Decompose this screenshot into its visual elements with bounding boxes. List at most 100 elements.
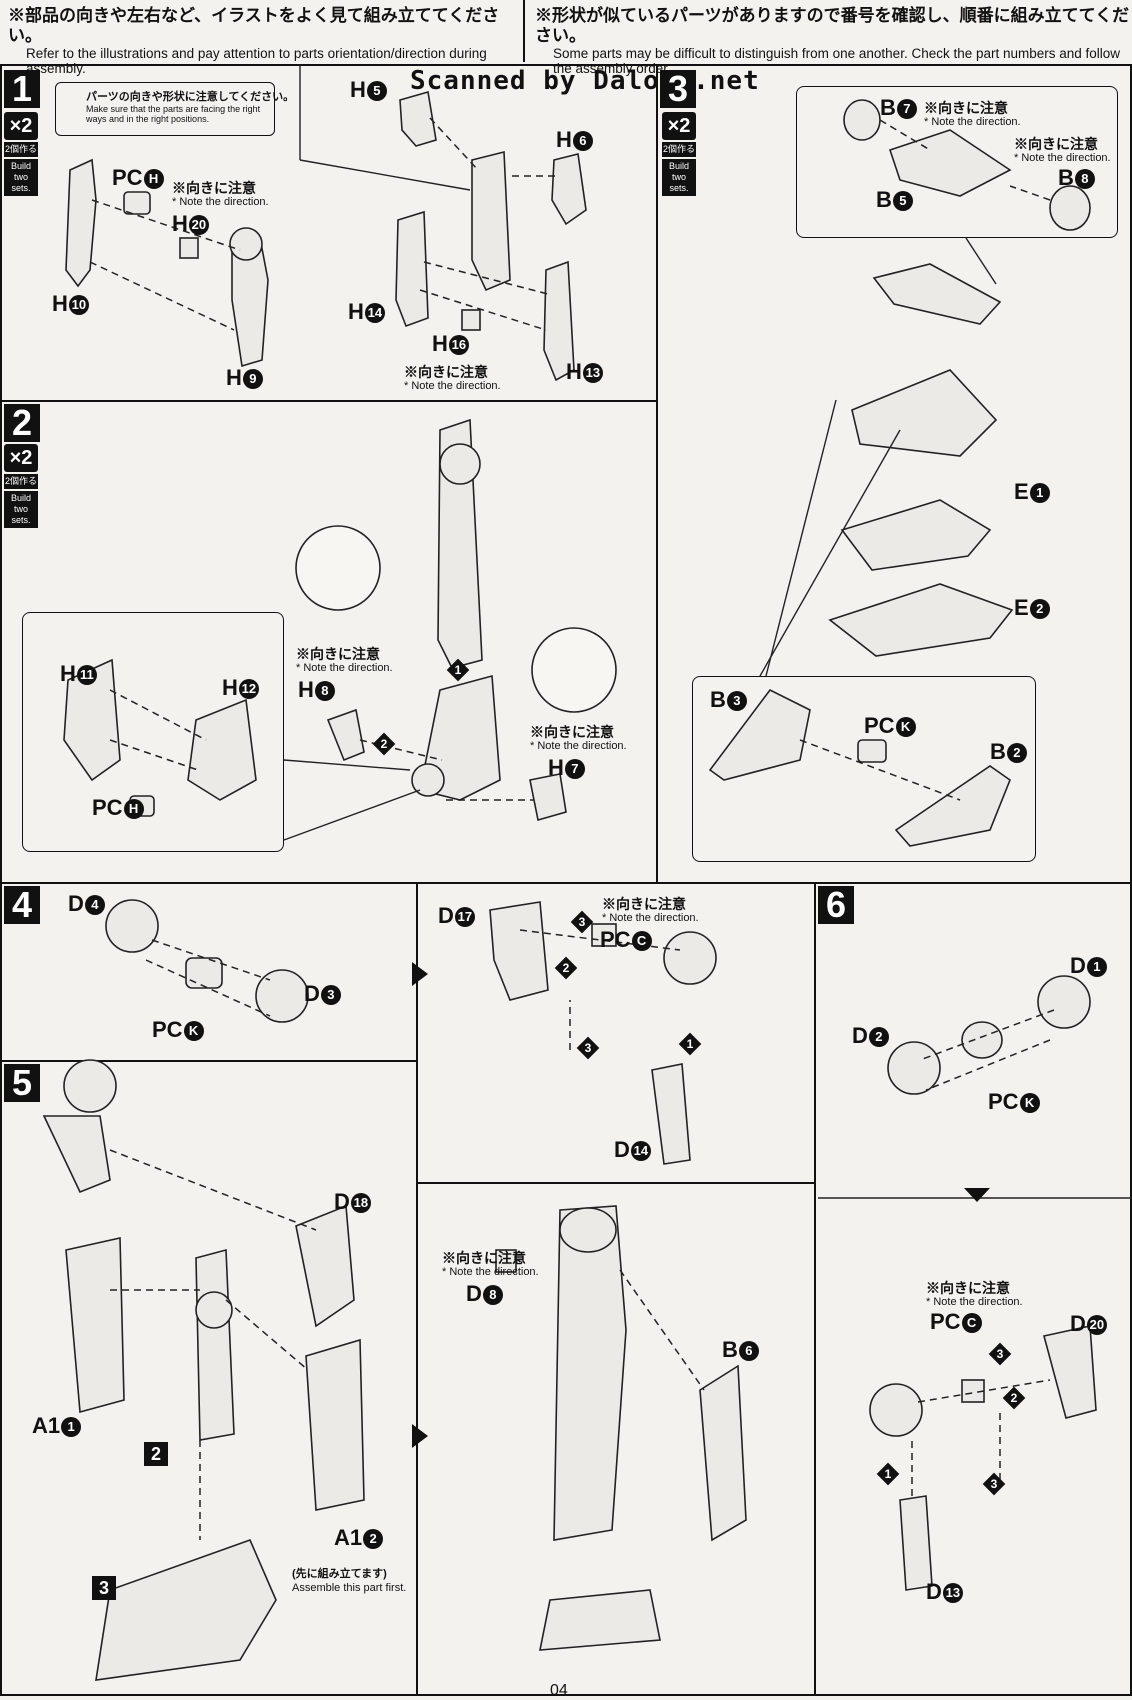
order-text: 2 bbox=[1010, 1391, 1018, 1405]
note-jp: ※向きに注意 bbox=[1014, 136, 1098, 152]
label-text: A1 bbox=[32, 1413, 61, 1438]
label-text: E bbox=[1014, 479, 1029, 504]
step-1-note-box bbox=[55, 82, 275, 136]
label-text: D bbox=[334, 1189, 350, 1214]
order-text: 3 bbox=[584, 1041, 592, 1055]
note-direction-3: ※向きに注意* Note the direction. bbox=[296, 646, 393, 674]
step-3-bottom-inset bbox=[692, 676, 1036, 862]
order-1-icon: 1 bbox=[446, 658, 470, 682]
part-d17 bbox=[489, 901, 549, 1001]
build-two-label: 2個作る bbox=[4, 142, 38, 157]
label-circle: 14 bbox=[630, 1141, 651, 1161]
label-text: B bbox=[722, 1337, 738, 1362]
part-a12 bbox=[305, 1338, 365, 1511]
label-text: PC bbox=[92, 795, 123, 820]
label-circle: 10 bbox=[68, 295, 89, 315]
label-text: H bbox=[222, 675, 238, 700]
note-en: * Note the direction. bbox=[442, 1266, 539, 1278]
label-text: PC bbox=[930, 1309, 961, 1334]
d-assembly-6 bbox=[869, 1383, 923, 1437]
label-circle: 1 bbox=[1029, 483, 1050, 503]
label-text: D bbox=[614, 1137, 630, 1162]
label-text: B bbox=[880, 95, 896, 120]
part-b2 bbox=[894, 765, 1011, 847]
leg-frame-assembled bbox=[437, 418, 483, 669]
part-h5 bbox=[399, 90, 437, 147]
label-circle: 18 bbox=[350, 1193, 371, 1213]
sub-step-2-icon: 2 bbox=[144, 1442, 168, 1466]
note-jp: ※向きに注意 bbox=[442, 1250, 526, 1266]
pc-k-2 bbox=[185, 957, 223, 989]
zoom-circle-h8 bbox=[295, 525, 381, 611]
note-en: * Note the direction. bbox=[530, 740, 627, 752]
note-jp: ※向きに注意 bbox=[296, 646, 380, 662]
label-text: H bbox=[566, 359, 582, 384]
order-3-icon-b: 3 bbox=[576, 1036, 600, 1060]
note-jp: ※向きに注意 bbox=[924, 100, 1008, 116]
note-jp: ※向きに注意 bbox=[404, 364, 488, 380]
note-direction-9: ※向きに注意* Note the direction. bbox=[926, 1280, 1023, 1308]
label-text: B bbox=[990, 739, 1006, 764]
order-text: 2 bbox=[562, 961, 570, 975]
part-h14 bbox=[395, 210, 429, 328]
part-d1 bbox=[1037, 975, 1091, 1029]
label-text: D bbox=[438, 903, 454, 928]
label-circle: 1 bbox=[61, 1417, 82, 1437]
label-text: D bbox=[466, 1281, 482, 1306]
order-text: 1 bbox=[686, 1037, 694, 1051]
label-text: H bbox=[226, 365, 242, 390]
ankle-guard bbox=[872, 263, 1002, 325]
pc-k bbox=[857, 739, 887, 763]
step-6-number: 6 bbox=[818, 886, 854, 924]
build-two-en: Build two sets. bbox=[4, 491, 38, 528]
order-3-icon-d: 3 bbox=[982, 1472, 1006, 1496]
order-3-icon: 3 bbox=[570, 910, 594, 934]
order-2-icon-c: 2 bbox=[1002, 1386, 1026, 1410]
leg-frame-mid bbox=[195, 1248, 235, 1441]
step-3-top-inset bbox=[796, 86, 1118, 238]
part-a11 bbox=[65, 1237, 125, 1414]
part-h7 bbox=[529, 773, 567, 822]
step-2-number: 2 bbox=[4, 404, 40, 442]
note-direction-2: ※向きに注意* Note the direction. bbox=[404, 364, 501, 392]
part-d8 bbox=[495, 1249, 517, 1273]
sub-step-3-icon: 3 bbox=[92, 1576, 116, 1600]
part-h-frame bbox=[471, 150, 511, 292]
label-text: PC bbox=[600, 927, 631, 952]
next-arrow-down-icon bbox=[964, 1188, 990, 1202]
note-en: * Note the direction. bbox=[602, 912, 699, 924]
build-two-en: Build two sets. bbox=[662, 159, 696, 196]
label-text: D bbox=[68, 891, 84, 916]
label-circle: 8 bbox=[1074, 169, 1095, 189]
knee-front bbox=[42, 1115, 111, 1194]
label-circle: C bbox=[631, 931, 652, 951]
part-d13 bbox=[899, 1495, 933, 1591]
build-two-badge-1: ×2 2個作る Build two sets. bbox=[4, 112, 38, 196]
label-text: H bbox=[348, 299, 364, 324]
d-assembly bbox=[663, 931, 717, 985]
page-number: 04 bbox=[550, 1682, 568, 1699]
